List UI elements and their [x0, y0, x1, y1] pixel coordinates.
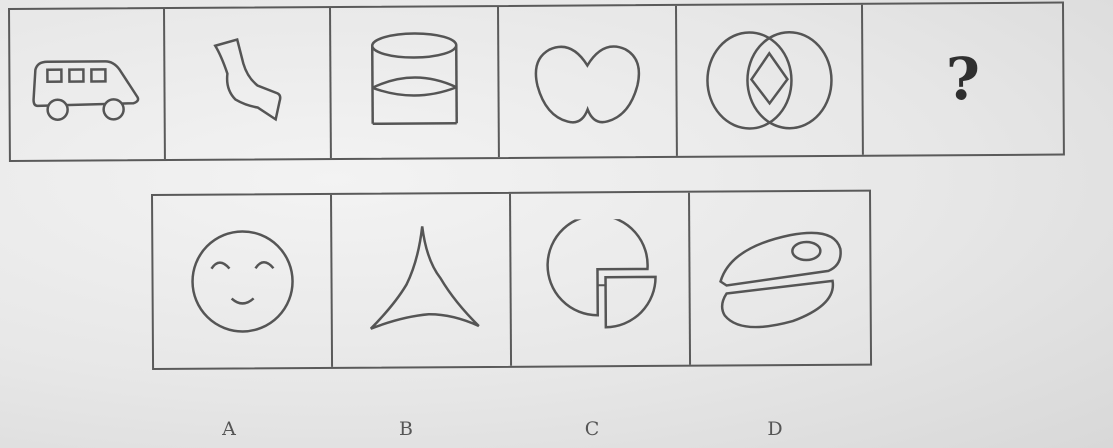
boot-icon: [197, 33, 298, 134]
option-cell-b[interactable]: [332, 194, 512, 367]
option-cell-d[interactable]: [690, 192, 870, 365]
pie-circle-icon: [535, 219, 666, 340]
overlapping-ovals-icon: [699, 25, 840, 136]
split-oval-icon: [710, 223, 851, 334]
sequence-cell-4: [499, 6, 678, 157]
option-label-c: C: [585, 418, 600, 440]
sequence-cell-1: [10, 9, 166, 160]
sequence-cell-3: [331, 7, 500, 158]
option-label-a: A: [222, 418, 236, 440]
sequence-cell-5: [677, 5, 864, 156]
option-label-b: B: [399, 418, 413, 440]
options-row: [151, 190, 872, 370]
smiley-face-icon: [187, 226, 298, 337]
sequence-cell-answer: ?: [863, 4, 1063, 155]
option-cell-a[interactable]: [153, 195, 333, 368]
bus-icon: [27, 39, 148, 130]
butterfly-blob-icon: [527, 31, 648, 132]
question-mark: ?: [946, 50, 980, 108]
three-point-star-icon: [356, 220, 487, 341]
option-label-d: D: [767, 418, 782, 440]
option-cell-c[interactable]: [511, 193, 691, 366]
sequence-row: ?: [8, 2, 1065, 162]
cylinder-icon: [364, 27, 465, 138]
sequence-cell-2: [165, 8, 332, 159]
